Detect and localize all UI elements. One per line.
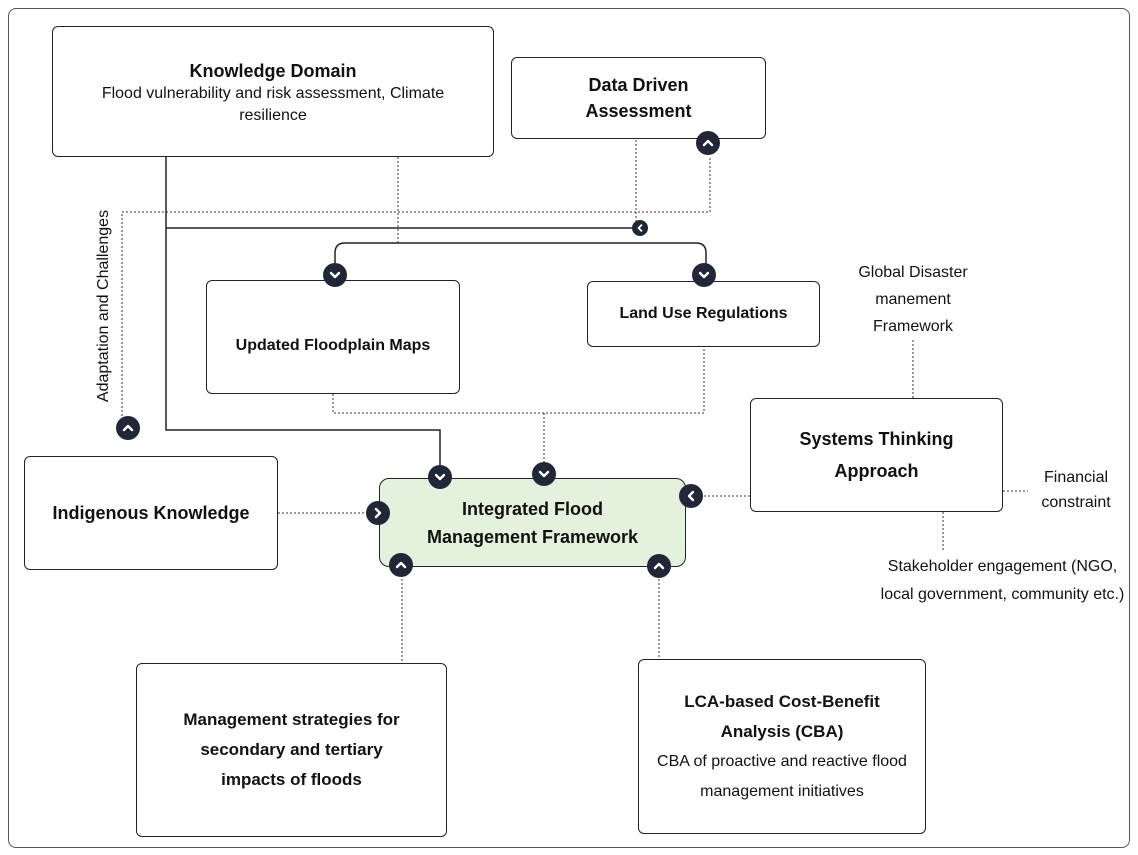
management-strategies-box: Management strategies for secondary and … bbox=[136, 663, 447, 837]
indigenous-knowledge-title: Indigenous Knowledge bbox=[52, 502, 250, 523]
floodplain-maps-box: Updated Floodplain Maps bbox=[206, 280, 460, 394]
management-strategies-title: Management strategies for secondary and … bbox=[183, 710, 400, 789]
chevron-up-icon bbox=[696, 131, 720, 155]
diagram-frame bbox=[8, 8, 1130, 848]
stakeholder-engagement-label: Stakeholder engagement (NGO, local gover… bbox=[880, 558, 1125, 603]
connector-split-top bbox=[334, 242, 707, 268]
chevron-up-icon bbox=[116, 416, 140, 440]
data-driven-title: Data Driven Assessment bbox=[585, 75, 692, 121]
floodplain-maps-title: Updated Floodplain Maps bbox=[235, 337, 431, 354]
lca-cba-title: LCA-based Cost-Benefit Analysis (CBA) bbox=[684, 691, 880, 741]
chevron-down-icon bbox=[532, 462, 556, 486]
connector-maps-merge bbox=[332, 348, 705, 414]
data-driven-box: Data Driven Assessment bbox=[511, 57, 766, 139]
financial-constraint-label: Financial constraint bbox=[1041, 469, 1111, 511]
adaptation-challenges-label: Adaptation and Challenges bbox=[95, 209, 112, 403]
chevron-down-icon bbox=[428, 465, 452, 489]
lca-cba-subtitle: CBA of proactive and reactive flood mana… bbox=[657, 752, 907, 800]
connector-dd-loop bbox=[121, 158, 711, 416]
global-disaster-label: Global Disaster manement Framework bbox=[858, 264, 968, 335]
systems-thinking-title: Systems Thinking Approach bbox=[799, 429, 954, 481]
chevron-left-icon bbox=[632, 220, 648, 236]
land-use-title: Land Use Regulations bbox=[619, 305, 788, 322]
central-framework-box: Integrated Flood Management Framework bbox=[379, 478, 686, 567]
knowledge-domain-subtitle: Flood vulnerability and risk assessment,… bbox=[101, 85, 445, 124]
chevron-down-icon bbox=[323, 263, 347, 287]
indigenous-knowledge-box: Indigenous Knowledge bbox=[24, 456, 278, 570]
land-use-box: Land Use Regulations bbox=[587, 281, 820, 347]
lca-cba-box: LCA-based Cost-Benefit Analysis (CBA) CB… bbox=[638, 659, 926, 834]
chevron-down-icon bbox=[692, 263, 716, 287]
knowledge-domain-box: Knowledge Domain Flood vulnerability and… bbox=[52, 26, 494, 157]
chevron-up-icon bbox=[389, 553, 413, 577]
systems-thinking-box: Systems Thinking Approach bbox=[750, 398, 1003, 512]
chevron-right-icon bbox=[366, 501, 390, 525]
connector-kd-to-central bbox=[165, 157, 441, 465]
central-framework-title: Integrated Flood Management Framework bbox=[426, 498, 639, 547]
chevron-up-icon bbox=[647, 554, 671, 578]
knowledge-domain-title: Knowledge Domain bbox=[189, 61, 357, 81]
chevron-left-icon bbox=[679, 484, 703, 508]
